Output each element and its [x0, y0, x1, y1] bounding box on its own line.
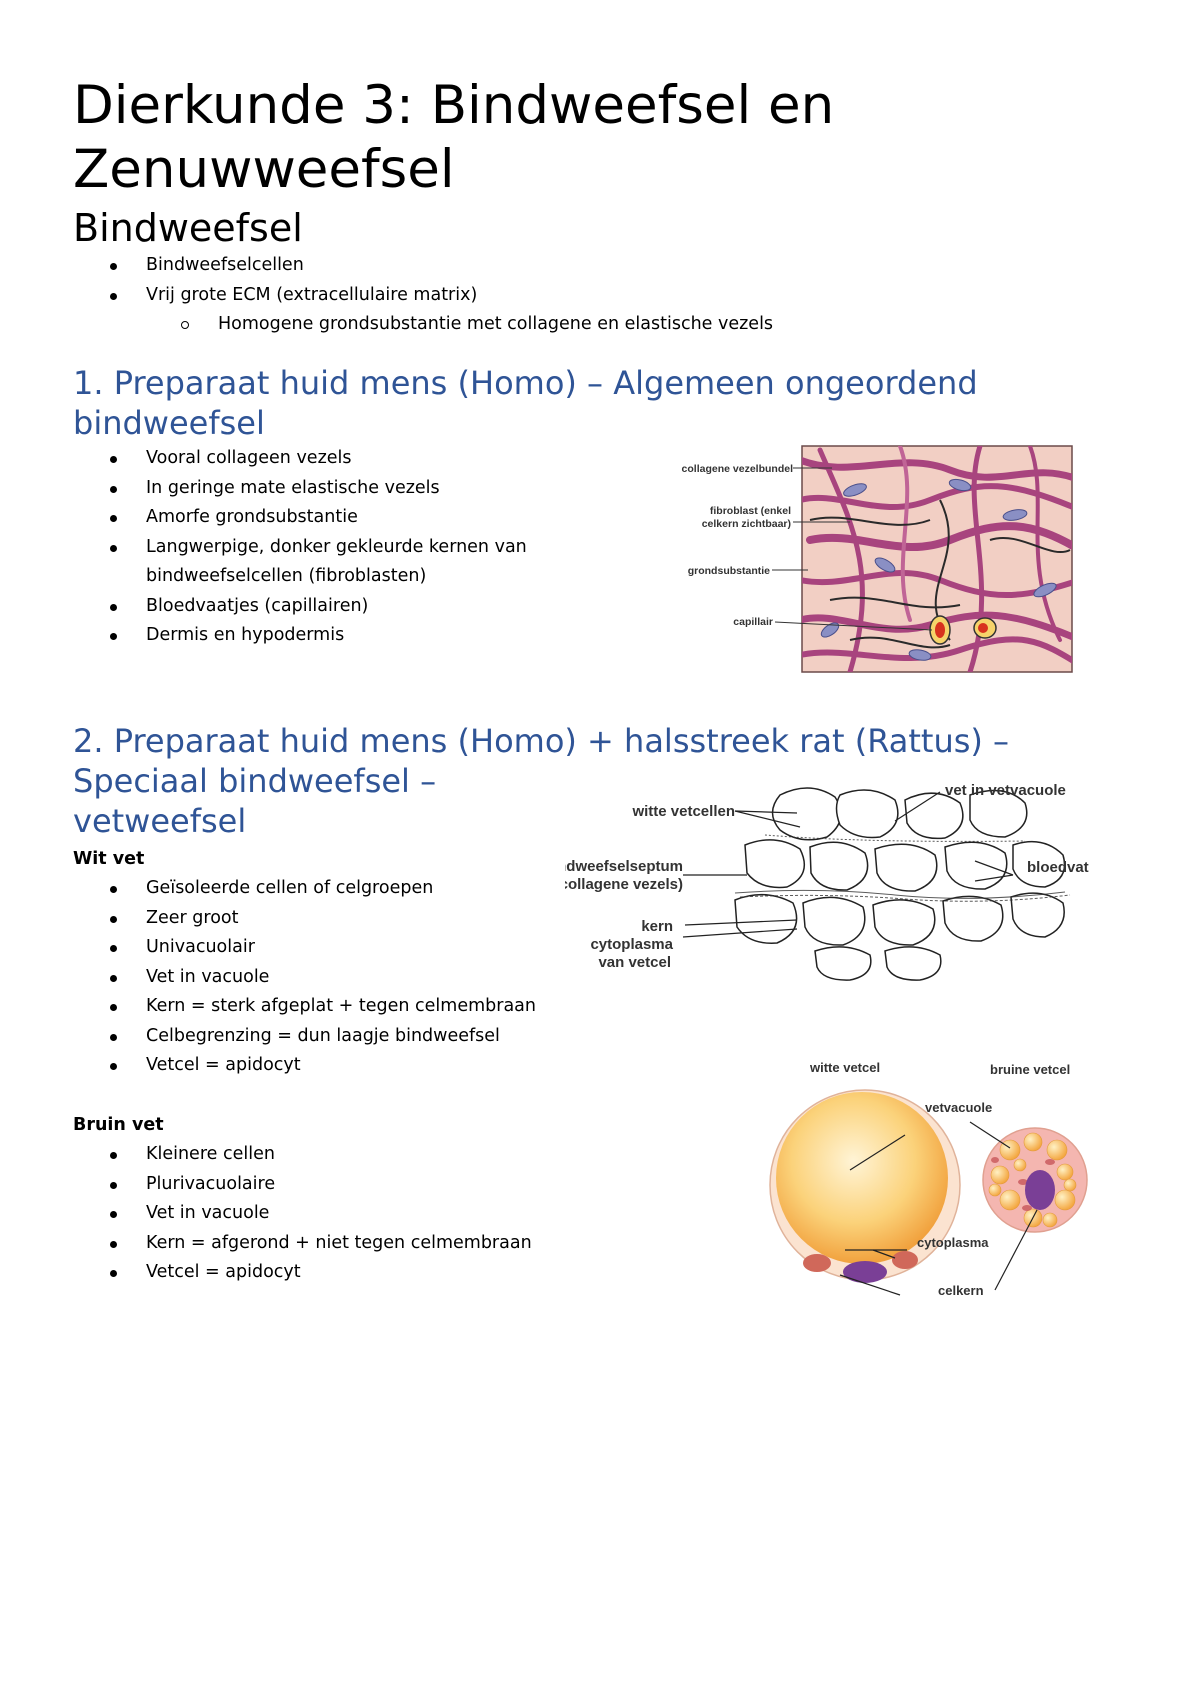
label-celkern: celkern	[938, 1283, 984, 1298]
section-heading-2: 2. Preparaat huid mens (Homo) + halsstre…	[73, 721, 1073, 841]
white-fat-nucleus	[843, 1261, 887, 1283]
label-vetvacuole: vetvacuole	[925, 1100, 992, 1115]
list-item: In geringe mate elastische vezels	[73, 474, 560, 504]
label-grondsubstantie: grondsubstantie	[688, 565, 770, 577]
list-item: Kleinere cellen	[73, 1140, 560, 1170]
list-item: Celbegrenzing = dun laagje bindweefsel	[73, 1022, 560, 1052]
list-item: Vetcel = apidocyt	[73, 1258, 560, 1288]
list-item: Kern = afgerond + niet tegen celmembraan	[73, 1229, 560, 1259]
connective-tissue-figure: collagene vezelbundel fibroblast (enkel …	[682, 445, 1073, 673]
bruin-vet-list: Kleinere cellen Plurivacuolaire Vet in v…	[0, 1140, 560, 1288]
sub-list-item: Homogene grondsubstantie met collagene e…	[73, 310, 873, 340]
label-fibroblast-2: celkern zichtbaar)	[702, 518, 791, 530]
label-bloedvat: bloedvat	[1027, 859, 1089, 876]
list-item: Bloedvaatjes (capillairen)	[73, 592, 560, 622]
list-item: Kern = sterk afgeplat + tegen celmembraa…	[73, 992, 560, 1022]
list-item: Univacuolair	[73, 933, 560, 963]
list-item: Plurivacuolaire	[73, 1170, 560, 1200]
list-item: Vet in vacuole	[73, 963, 560, 993]
list-item: Vrij grote ECM (extracellulaire matrix)	[73, 281, 873, 311]
section-heading-2-line3: vetweefsel	[73, 802, 247, 840]
label-witte-vetcellen: witte vetcellen	[631, 803, 735, 820]
list-item: Vet in vacuole	[73, 1199, 560, 1229]
label-fibroblast: fibroblast (enkel	[710, 505, 791, 517]
adipose-tissue-figure: witte vetcellen vet in vetvacuole bindwe…	[565, 782, 1089, 981]
label-bindweefselseptum: bindweefselseptum	[565, 858, 683, 875]
section-heading-bindweefsel: Bindweefsel	[73, 206, 303, 250]
section-heading-2-line1: 2. Preparaat huid mens (Homo) + halsstre…	[73, 722, 1010, 760]
label-vet-in-vetvacuole: vet in vetvacuole	[945, 782, 1066, 799]
label-witte-vetcel: witte vetcel	[809, 1060, 880, 1075]
label-bruine-vetcel: bruine vetcel	[990, 1062, 1070, 1077]
list-item: Vetcel = apidocyt	[73, 1051, 560, 1081]
wit-vet-label: Wit vet	[73, 849, 145, 869]
document-title: Dierkunde 3: Bindweefsel en Zenuwweefsel	[73, 75, 835, 200]
brown-fat-nucleus	[1025, 1170, 1055, 1210]
section-heading-1: 1. Preparaat huid mens (Homo) – Algemeen…	[73, 364, 978, 442]
label-collagene-vezels: (collagene vezels)	[565, 876, 683, 893]
list-item: Bindweefselcellen	[73, 251, 873, 281]
label-capillair: capillair	[733, 616, 773, 628]
bindweefsel-list: Bindweefselcellen Vrij grote ECM (extrac…	[73, 251, 873, 340]
label-cytoplasma: cytoplasma	[590, 936, 673, 953]
label-cytoplasma-cell: cytoplasma	[917, 1235, 989, 1250]
list-item: Zeer groot	[73, 904, 560, 934]
section1-list: Vooral collageen vezels In geringe mate …	[0, 444, 560, 651]
wit-vet-list: Geïsoleerde cellen of celgroepen Zeer gr…	[0, 874, 560, 1081]
list-item: Amorfe grondsubstantie	[73, 503, 560, 533]
label-kern: kern	[641, 918, 673, 935]
label-collagene-vezelbundel: collagene vezelbundel	[682, 463, 794, 475]
list-item: Dermis en hypodermis	[73, 621, 560, 651]
list-item: Geïsoleerde cellen of celgroepen	[73, 874, 560, 904]
list-item: Langwerpige, donker gekleurde kernen van…	[73, 533, 560, 592]
fat-cells-figure: witte vetcel bruine vetcel vetvacuole cy…	[769, 1060, 1088, 1298]
label-van-vetcel: van vetcel	[598, 954, 671, 971]
section-heading-2-line2: Speciaal bindweefsel –	[73, 762, 437, 800]
list-item: Vooral collageen vezels	[73, 444, 560, 474]
bruin-vet-label: Bruin vet	[73, 1115, 164, 1135]
